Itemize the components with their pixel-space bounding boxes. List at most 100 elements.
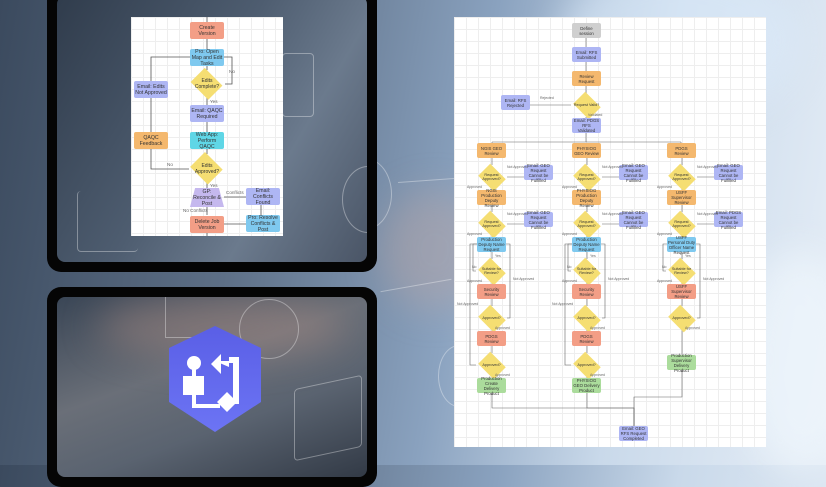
label-not-approved: Not Approved	[552, 302, 574, 306]
label-yes: Yes	[495, 254, 501, 258]
node-email-rejected: Email: RFS Rejected	[501, 95, 530, 110]
node-review-3: Security Review	[477, 284, 506, 299]
label-approved: Approved	[657, 232, 672, 236]
label-approved: Approved	[590, 326, 605, 330]
decision-label: Approved?	[482, 362, 501, 367]
decision-request-valid: Request Valid?	[571, 93, 602, 117]
node-email-cannot-fulfil: Email: GEO Request Cannot be Fulfilled	[524, 210, 553, 230]
node-email-qaqc-required: Email: QAQC Required	[190, 105, 224, 122]
label-no: No	[472, 265, 477, 269]
decision-label: Edits Complete?	[194, 78, 220, 90]
label-not-approved: Not Approved	[507, 212, 529, 216]
decision-request-approved: Request Approved?	[571, 165, 602, 189]
decision-label: Edits Approved?	[194, 162, 220, 175]
label-approved: Approved	[590, 373, 605, 377]
decor-box	[77, 191, 138, 252]
label-not-approved: Not Approved	[697, 212, 719, 216]
node-review-1: PDGS Review	[667, 143, 696, 158]
decision-label: Request Approved?	[672, 172, 691, 182]
decision-label: Suitable for Review?	[481, 266, 502, 276]
label-approved: Approved	[657, 279, 672, 283]
decision-label: Approved?	[672, 315, 691, 320]
decision-approved: Approved?	[476, 353, 507, 377]
workflow-manager-logo	[167, 326, 263, 432]
decision-edits-complete: Edits Complete?	[189, 70, 225, 98]
decor-box	[282, 53, 314, 117]
node-review-2: PHYSIOG Production Deputy Review	[572, 188, 601, 208]
node-name-request: Production Deputy Name Request	[477, 237, 506, 252]
decision-label: Suitable for Review?	[671, 266, 692, 276]
decor-circle	[239, 299, 299, 359]
label-conflicts: Conflicts	[226, 190, 244, 195]
label-no-conflicts: No Conflicts	[183, 208, 208, 213]
label-approved: Approved	[562, 279, 577, 283]
diagram-connectors	[150, 17, 262, 236]
label-no: No	[662, 265, 667, 269]
label-yes: Yes	[210, 183, 218, 188]
node-delete-version: Delete Job Version	[190, 216, 224, 233]
node-email-conflicts: Email: Conflicts Found	[246, 188, 280, 206]
label-approved: Approved	[562, 185, 577, 189]
decision-label: Approved?	[577, 315, 596, 320]
label-yes: Yes	[685, 254, 691, 258]
node-final-product: Production Supervisor Delivery Product	[667, 353, 696, 373]
decision-label: Request Approved?	[577, 219, 596, 229]
label-not-approved: Not Approved	[507, 165, 529, 169]
node-review-3: USFF Supervisor Review	[667, 284, 696, 299]
label-validated: Validated	[588, 113, 603, 117]
node-email-validated: Email: PDGS RFS Validated	[572, 118, 601, 133]
node-name-request: USFF Personal Duty Officer Name Request	[667, 234, 696, 255]
label-approved: Approved	[495, 326, 510, 330]
label-yes: Yes	[210, 99, 218, 104]
decor-box	[165, 297, 206, 338]
node-email-cannot-fulfil: Email: GEO Request Cannot be Fulfilled	[619, 210, 648, 230]
label-not-approved: Not Approved	[608, 277, 630, 281]
node-review-4: PDGS Review	[477, 331, 506, 346]
label-no: No	[167, 162, 173, 167]
node-email-submitted: Email: RFS Submitted	[572, 47, 601, 62]
decision-label: Request Approved?	[482, 172, 501, 182]
node-email-cannot-fulfil: Email: GEO Request Cannot be Fulfilled	[714, 163, 743, 183]
node-pro-resolve: Pro: Resolve Conflicts & Post	[246, 215, 280, 233]
decision-label: Request Approved?	[672, 219, 691, 229]
decor-circle	[342, 166, 367, 233]
node-gp-reconcile: GP: Reconcile & Post	[190, 188, 224, 207]
qaqc-workflow-diagram: Create Version Pro: Open Map and Edit Ta…	[131, 17, 283, 236]
node-final-product: Production Create Delivery Product	[477, 376, 506, 396]
node-review-2: USFF Supervisor Review	[667, 190, 696, 205]
label-not-approved: Not Approved	[703, 277, 725, 281]
decision-request-approved: Request Approved?	[666, 212, 697, 236]
decision-suitable-review: Suitable for Review?	[476, 259, 507, 283]
decision-request-approved: Request Approved?	[476, 165, 507, 189]
label-approved: Approved	[657, 185, 672, 189]
label-approved: Approved	[495, 373, 510, 377]
workflow-icon	[169, 326, 261, 432]
node-define-session: Define session	[572, 23, 601, 38]
decision-edits-approved: Edits Approved?	[189, 154, 225, 183]
decision-request-approved: Request Approved?	[476, 212, 507, 236]
node-final-product: PHYSIOG GEO Delivery Product	[572, 378, 601, 393]
node-create-version: Create Version	[190, 22, 224, 39]
decision-label: Request Approved?	[482, 219, 501, 229]
decision-suitable-review: Suitable for Review?	[571, 259, 602, 283]
node-email-cannot-fulfil: Email: GEO Request Cannot be Fulfilled	[524, 163, 553, 183]
node-review-3: Security Review	[572, 284, 601, 299]
label-approved: Approved	[467, 185, 482, 189]
decision-label: Request Approved?	[577, 172, 596, 182]
decision-approved: Approved?	[571, 306, 602, 330]
label-not-approved: Not Approved	[602, 165, 624, 169]
decision-request-approved: Request Approved?	[571, 212, 602, 236]
node-request-completed: Email: GEO RFS Request Completed	[619, 426, 648, 441]
decision-approved: Approved?	[571, 353, 602, 377]
label-not-approved: Not Approved	[602, 212, 624, 216]
decision-label: Approved?	[577, 362, 596, 367]
node-email-cannot-fulfil: Email: PDGS Request Cannot be Fulfilled	[714, 209, 743, 230]
decor-line	[398, 178, 454, 183]
label-not-approved: Not Approved	[697, 165, 719, 169]
node-web-app-qaqc: Web App: Perform QAQC	[190, 132, 224, 150]
label-not-approved: Not Approved	[513, 277, 535, 281]
decision-label: Suitable for Review?	[576, 266, 597, 276]
label-no: No	[229, 69, 235, 74]
decision-request-approved: Request Approved?	[666, 165, 697, 189]
label-approved: Approved	[467, 279, 482, 283]
